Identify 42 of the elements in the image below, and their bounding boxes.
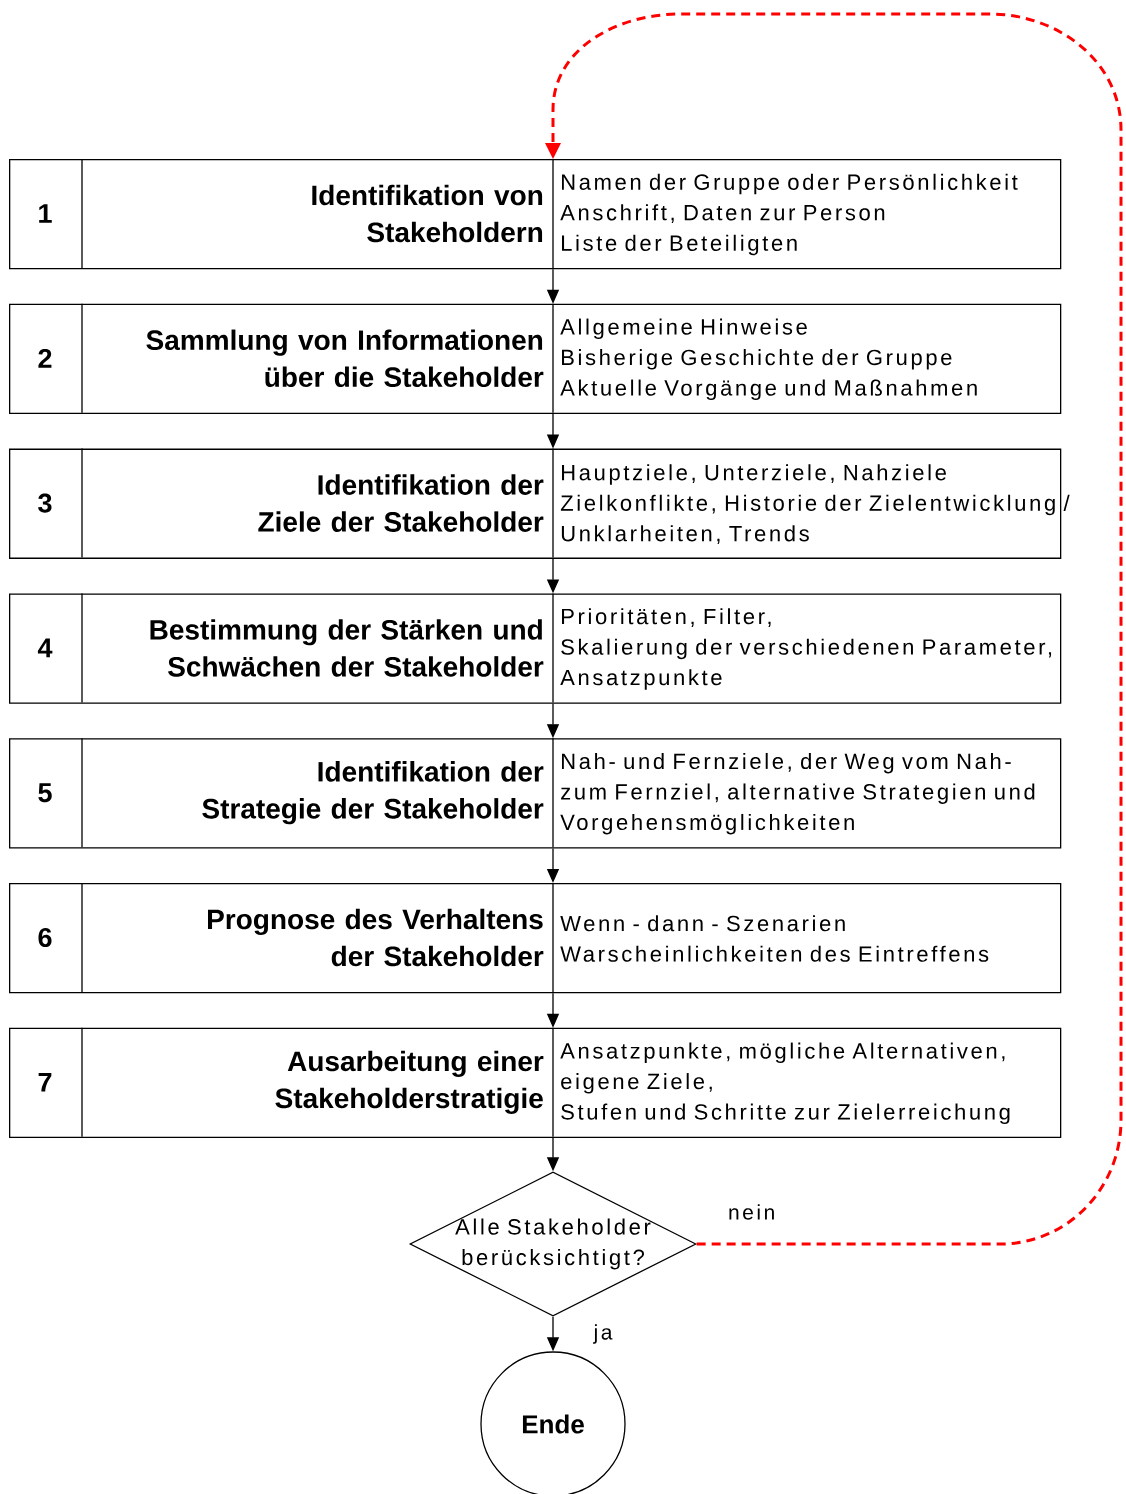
step-detail: Anschrift, Daten zur Person — [560, 204, 885, 223]
step-box — [9, 447, 1070, 559]
step-title: Identifikation der Strategie der Stakeholder — [202, 761, 544, 825]
arrow — [545, 12, 1123, 1246]
step-detail: Liste der Beteiligten — [562, 234, 797, 256]
step-number: 3 — [38, 493, 52, 513]
step-detail: Ansatzpunkte, mögliche Alternativen, — [560, 1042, 1005, 1064]
step-box — [9, 1027, 1062, 1139]
step-detail: Namen der Gruppe oder Persönlichkeit — [562, 173, 1018, 195]
step-number: 4 — [37, 638, 53, 658]
step-title: Identifikation der Ziele der Stakeholder — [258, 474, 544, 532]
step-detail: Stufen und Schritte zur Zielerreichung — [561, 1103, 1010, 1125]
step-title: Bestimmung der Stärken und Schwächen der Stakeholder — [150, 619, 544, 677]
step-number: 7 — [38, 1073, 52, 1092]
step-box — [9, 592, 1062, 704]
step-box — [9, 158, 1062, 270]
step-detail: eigene Ziele, — [561, 1073, 712, 1094]
step-detail: Unklarheiten, Trends — [561, 525, 809, 544]
step-detail: Bisherige Geschichte der Gruppe — [562, 349, 952, 370]
step-detail: Prioritäten, Filter, — [562, 608, 771, 627]
step-detail: Warscheinlichkeiten des Eintreffens — [560, 945, 989, 962]
step-box — [9, 737, 1062, 849]
step-detail: Aktuelle Vorgänge und Maßnahmen — [560, 379, 977, 401]
step-title: Identifikation von Stakeholdern — [312, 184, 543, 243]
step-box — [9, 303, 1062, 415]
step-title: Prognose des Verhaltens der Stakeholder — [208, 908, 544, 967]
step-number: 5 — [38, 783, 52, 803]
edge-label: ja — [591, 1322, 615, 1346]
step-title: Ausarbeitung einer Stakeholderstratigie — [275, 1050, 544, 1114]
step-number: 2 — [38, 348, 52, 368]
step-number: 1 — [39, 204, 52, 223]
step-detail: Ansatzpunkte — [560, 669, 722, 690]
edge-label: nein — [726, 1202, 778, 1222]
step-detail: Nah- und Fernziele, der Weg vom Nah- zum Fernziel, alternative Strategien und Vorgehensmöglichkeiten — [560, 752, 1035, 835]
step-detail: Zielkonflikte, Historie der Zielentwicklung / — [560, 494, 1070, 516]
step-detail: Hauptziele, Unterziele, Nahziele — [562, 464, 946, 485]
step-box — [9, 882, 1062, 994]
step-detail: Wenn - dann - Szenarien — [560, 915, 845, 932]
step-detail: Allgemeine Hinweise — [560, 318, 807, 340]
step-detail: Skalierung der verschiedenen Parameter, — [561, 638, 1052, 660]
step-title: Sammlung von Informationen über die Stakeholder — [146, 329, 544, 388]
step-number: 6 — [38, 927, 52, 948]
